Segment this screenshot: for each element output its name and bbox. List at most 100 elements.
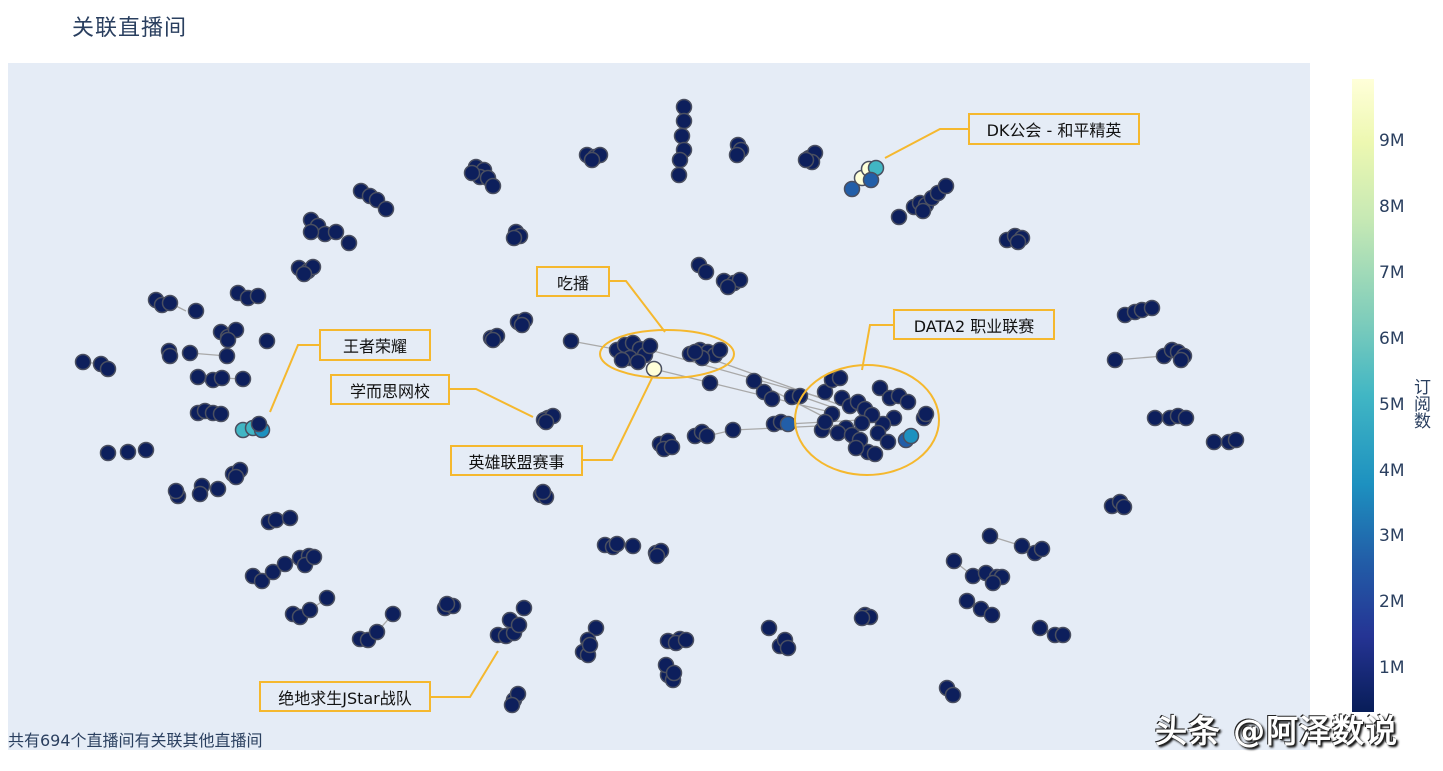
graph-node[interactable]: [515, 599, 533, 617]
graph-node[interactable]: [267, 511, 285, 529]
graph-node[interactable]: [249, 287, 267, 305]
graph-node[interactable]: [99, 360, 117, 378]
graph-node[interactable]: [74, 353, 92, 371]
network-plot-area[interactable]: [8, 63, 1310, 750]
graph-node[interactable]: [608, 535, 626, 553]
graph-node[interactable]: [797, 151, 815, 169]
graph-node[interactable]: [613, 351, 631, 369]
graph-node[interactable]: [581, 636, 599, 654]
graph-node[interactable]: [944, 686, 962, 704]
graph-node[interactable]: [340, 234, 358, 252]
graph-node[interactable]: [816, 413, 834, 431]
graph-node[interactable]: [1172, 351, 1190, 369]
graph-node[interactable]: [1106, 351, 1124, 369]
graph-node[interactable]: [728, 146, 746, 164]
graph-node[interactable]: [137, 441, 155, 459]
graph-node[interactable]: [302, 223, 320, 241]
graph-node[interactable]: [719, 278, 737, 296]
graph-node[interactable]: [648, 547, 666, 565]
graph-node[interactable]: [701, 374, 719, 392]
graph-node[interactable]: [711, 341, 729, 359]
graph-node[interactable]: [318, 589, 336, 607]
graph-node[interactable]: [213, 369, 231, 387]
graph-node[interactable]: [629, 353, 647, 371]
graph-node[interactable]: [209, 480, 227, 498]
graph-node[interactable]: [253, 572, 271, 590]
graph-node[interactable]: [1177, 409, 1195, 427]
graph-node[interactable]: [902, 427, 920, 445]
graph-node[interactable]: [686, 343, 704, 361]
graph-node[interactable]: [368, 623, 386, 641]
graph-node[interactable]: [779, 639, 797, 657]
graph-node[interactable]: [675, 98, 693, 116]
graph-node[interactable]: [675, 112, 693, 130]
graph-node[interactable]: [537, 413, 555, 431]
graph-node[interactable]: [697, 263, 715, 281]
graph-node[interactable]: [914, 202, 932, 220]
graph-node[interactable]: [760, 619, 778, 637]
graph-node[interactable]: [983, 606, 1001, 624]
graph-node[interactable]: [534, 483, 552, 501]
graph-node[interactable]: [218, 347, 236, 365]
graph-node[interactable]: [843, 180, 861, 198]
graph-node[interactable]: [958, 592, 976, 610]
graph-node[interactable]: [281, 509, 299, 527]
graph-node[interactable]: [327, 223, 345, 241]
graph-node[interactable]: [161, 294, 179, 312]
graph-node[interactable]: [670, 166, 688, 184]
graph-node[interactable]: [562, 332, 580, 350]
graph-node[interactable]: [264, 563, 282, 581]
graph-node[interactable]: [189, 368, 207, 386]
graph-node[interactable]: [219, 331, 237, 349]
graph-node[interactable]: [1054, 626, 1072, 644]
graph-node[interactable]: [295, 265, 313, 283]
graph-node[interactable]: [212, 405, 230, 423]
graph-node[interactable]: [1013, 537, 1031, 555]
graph-node[interactable]: [763, 390, 781, 408]
graph-node[interactable]: [187, 302, 205, 320]
graph-node[interactable]: [984, 574, 1002, 592]
graph-node[interactable]: [641, 337, 659, 355]
graph-node[interactable]: [698, 427, 716, 445]
graph-node[interactable]: [1205, 433, 1223, 451]
graph-node[interactable]: [862, 171, 880, 189]
graph-node[interactable]: [866, 445, 884, 463]
graph-node[interactable]: [503, 696, 521, 714]
graph-node[interactable]: [301, 601, 319, 619]
graph-node[interactable]: [258, 332, 276, 350]
graph-node[interactable]: [899, 393, 917, 411]
graph-node[interactable]: [677, 631, 695, 649]
graph-node[interactable]: [191, 485, 209, 503]
graph-node[interactable]: [438, 595, 456, 613]
graph-node[interactable]: [624, 537, 642, 555]
graph-node[interactable]: [673, 127, 691, 145]
graph-node[interactable]: [463, 164, 481, 182]
graph-node[interactable]: [276, 555, 294, 573]
graph-node[interactable]: [853, 609, 871, 627]
graph-node[interactable]: [853, 414, 871, 432]
graph-node[interactable]: [724, 421, 742, 439]
graph-node[interactable]: [484, 331, 502, 349]
graph-node[interactable]: [167, 482, 185, 500]
graph-node[interactable]: [510, 616, 528, 634]
graph-node[interactable]: [671, 151, 689, 169]
graph-node[interactable]: [945, 552, 963, 570]
graph-node[interactable]: [745, 372, 763, 390]
graph-node[interactable]: [583, 151, 601, 169]
graph-node[interactable]: [1009, 233, 1027, 251]
graph-node[interactable]: [227, 468, 245, 486]
graph-node[interactable]: [505, 229, 523, 247]
graph-node[interactable]: [871, 379, 889, 397]
graph-node[interactable]: [1143, 299, 1161, 317]
graph-node[interactable]: [665, 664, 683, 682]
graph-node[interactable]: [181, 344, 199, 362]
graph-node[interactable]: [1227, 431, 1245, 449]
graph-node[interactable]: [663, 438, 681, 456]
graph-node[interactable]: [377, 200, 395, 218]
graph-node[interactable]: [484, 177, 502, 195]
graph-node[interactable]: [779, 415, 797, 433]
graph-node[interactable]: [890, 208, 908, 226]
graph-node[interactable]: [1031, 619, 1049, 637]
graph-node[interactable]: [587, 619, 605, 637]
graph-node[interactable]: [879, 433, 897, 451]
